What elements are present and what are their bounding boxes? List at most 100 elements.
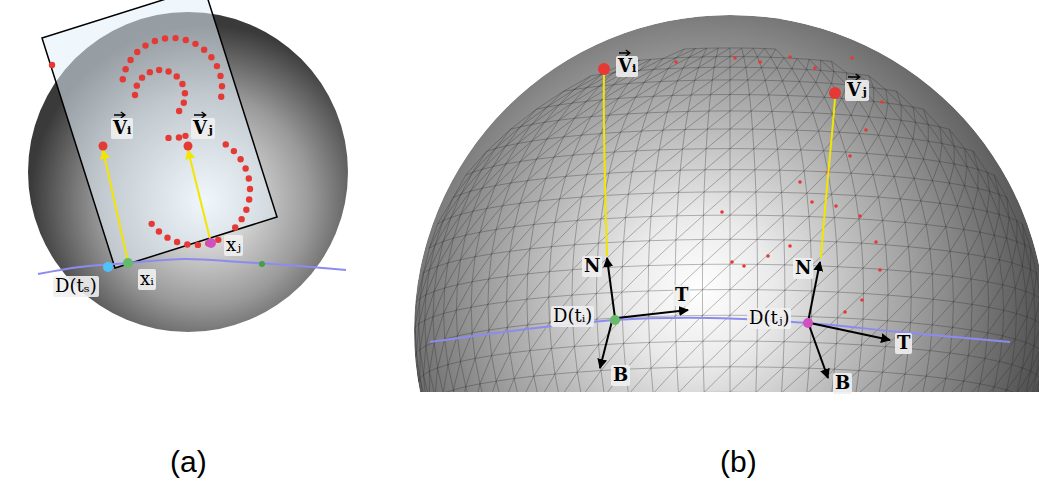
sample-point bbox=[184, 241, 190, 247]
curve-point-label: D(tᵢ) bbox=[551, 306, 594, 327]
frame-axis-arrow bbox=[600, 321, 612, 368]
sample-point bbox=[147, 69, 153, 75]
vector-label: Vᵢ bbox=[111, 118, 133, 139]
frame-axis-arrow bbox=[810, 323, 890, 340]
sample-point bbox=[813, 66, 817, 70]
sample-point bbox=[788, 55, 792, 59]
point-label: xᵢ bbox=[138, 269, 156, 290]
trajectory-curve bbox=[430, 318, 1010, 342]
sample-point bbox=[758, 60, 762, 64]
sample-point bbox=[176, 134, 182, 140]
sample-point bbox=[182, 133, 188, 139]
sample-point bbox=[122, 66, 128, 72]
point-marker bbox=[123, 258, 133, 268]
sample-point bbox=[766, 254, 770, 258]
point-marker bbox=[206, 238, 216, 248]
sample-point bbox=[232, 224, 238, 230]
vector-curve bbox=[604, 74, 607, 256]
sample-point bbox=[223, 141, 229, 147]
sample-point bbox=[176, 108, 182, 114]
frame-axis-label: B bbox=[611, 365, 630, 386]
sample-point bbox=[798, 180, 802, 184]
panel-label: (a) bbox=[170, 444, 207, 480]
sample-point bbox=[850, 56, 854, 60]
vector-accents bbox=[114, 50, 860, 118]
vector-label: Vⱼ bbox=[845, 80, 869, 101]
sample-points bbox=[49, 35, 253, 248]
frame-axis-arrow bbox=[617, 310, 688, 318]
point-marker bbox=[184, 142, 193, 151]
sample-point bbox=[134, 82, 140, 88]
sample-point bbox=[843, 310, 847, 314]
sample-point bbox=[179, 81, 185, 87]
sample-point bbox=[164, 234, 170, 240]
curve-point-label: D(tⱼ) bbox=[747, 308, 791, 329]
vector-label: Vᵢ bbox=[616, 56, 638, 77]
sample-point bbox=[201, 46, 207, 52]
sample-point bbox=[243, 207, 249, 213]
sample-point bbox=[720, 210, 724, 214]
frame-axis-label: N bbox=[793, 258, 813, 279]
sample-points bbox=[674, 55, 884, 314]
point-marker bbox=[803, 318, 813, 328]
panel-b bbox=[414, 15, 1039, 493]
sample-point bbox=[874, 240, 878, 244]
sample-point bbox=[864, 128, 868, 132]
point-marker bbox=[610, 315, 620, 325]
sample-point bbox=[215, 237, 221, 243]
sample-point bbox=[49, 62, 55, 68]
sample-point bbox=[156, 67, 162, 73]
curve-point-label: D(tₛ) bbox=[53, 276, 99, 297]
sample-point bbox=[217, 73, 223, 79]
trajectory-curve bbox=[38, 259, 346, 274]
point-marker bbox=[99, 142, 108, 151]
sphere-clip bbox=[414, 15, 1039, 392]
sample-point bbox=[880, 100, 884, 104]
sample-point bbox=[860, 298, 864, 302]
point-label: xⱼ bbox=[224, 235, 243, 256]
panel-label: (b) bbox=[720, 444, 757, 480]
vector-arrow bbox=[103, 150, 128, 262]
sample-point bbox=[788, 244, 792, 248]
sample-point bbox=[174, 239, 180, 245]
vector-arrow bbox=[188, 150, 211, 243]
sample-point bbox=[181, 100, 187, 106]
sample-point bbox=[742, 264, 746, 268]
sample-point bbox=[152, 38, 158, 44]
sample-point bbox=[142, 42, 148, 48]
sample-point bbox=[162, 35, 168, 41]
sample-point bbox=[247, 186, 253, 192]
vector-label: Vⱼ bbox=[191, 118, 215, 139]
sample-point bbox=[208, 54, 214, 60]
sample-point bbox=[134, 49, 140, 55]
sample-point bbox=[848, 154, 852, 158]
sample-point bbox=[132, 92, 138, 98]
triangle-mesh bbox=[415, 48, 1039, 392]
frame-axis-label: T bbox=[673, 285, 690, 306]
sample-point bbox=[810, 200, 814, 204]
sample-point bbox=[165, 68, 171, 74]
point-marker bbox=[259, 261, 265, 267]
sample-point bbox=[238, 216, 244, 222]
sample-point bbox=[674, 60, 678, 64]
sample-point bbox=[192, 41, 198, 47]
vector-curve bbox=[821, 98, 835, 258]
frame-axis-label: N bbox=[582, 256, 602, 277]
point-marker bbox=[829, 87, 841, 99]
sample-point bbox=[172, 35, 178, 41]
sample-point bbox=[218, 93, 224, 99]
sample-point bbox=[730, 260, 734, 264]
sample-point bbox=[878, 268, 882, 272]
sample-point bbox=[195, 242, 201, 248]
sample-point bbox=[165, 135, 171, 141]
sample-point bbox=[237, 156, 243, 162]
sample-point bbox=[834, 204, 838, 208]
sample-point bbox=[182, 90, 188, 96]
tangent-plane bbox=[42, 0, 277, 268]
sample-point bbox=[246, 175, 252, 181]
sample-point bbox=[183, 37, 189, 43]
point-marker bbox=[598, 63, 610, 75]
